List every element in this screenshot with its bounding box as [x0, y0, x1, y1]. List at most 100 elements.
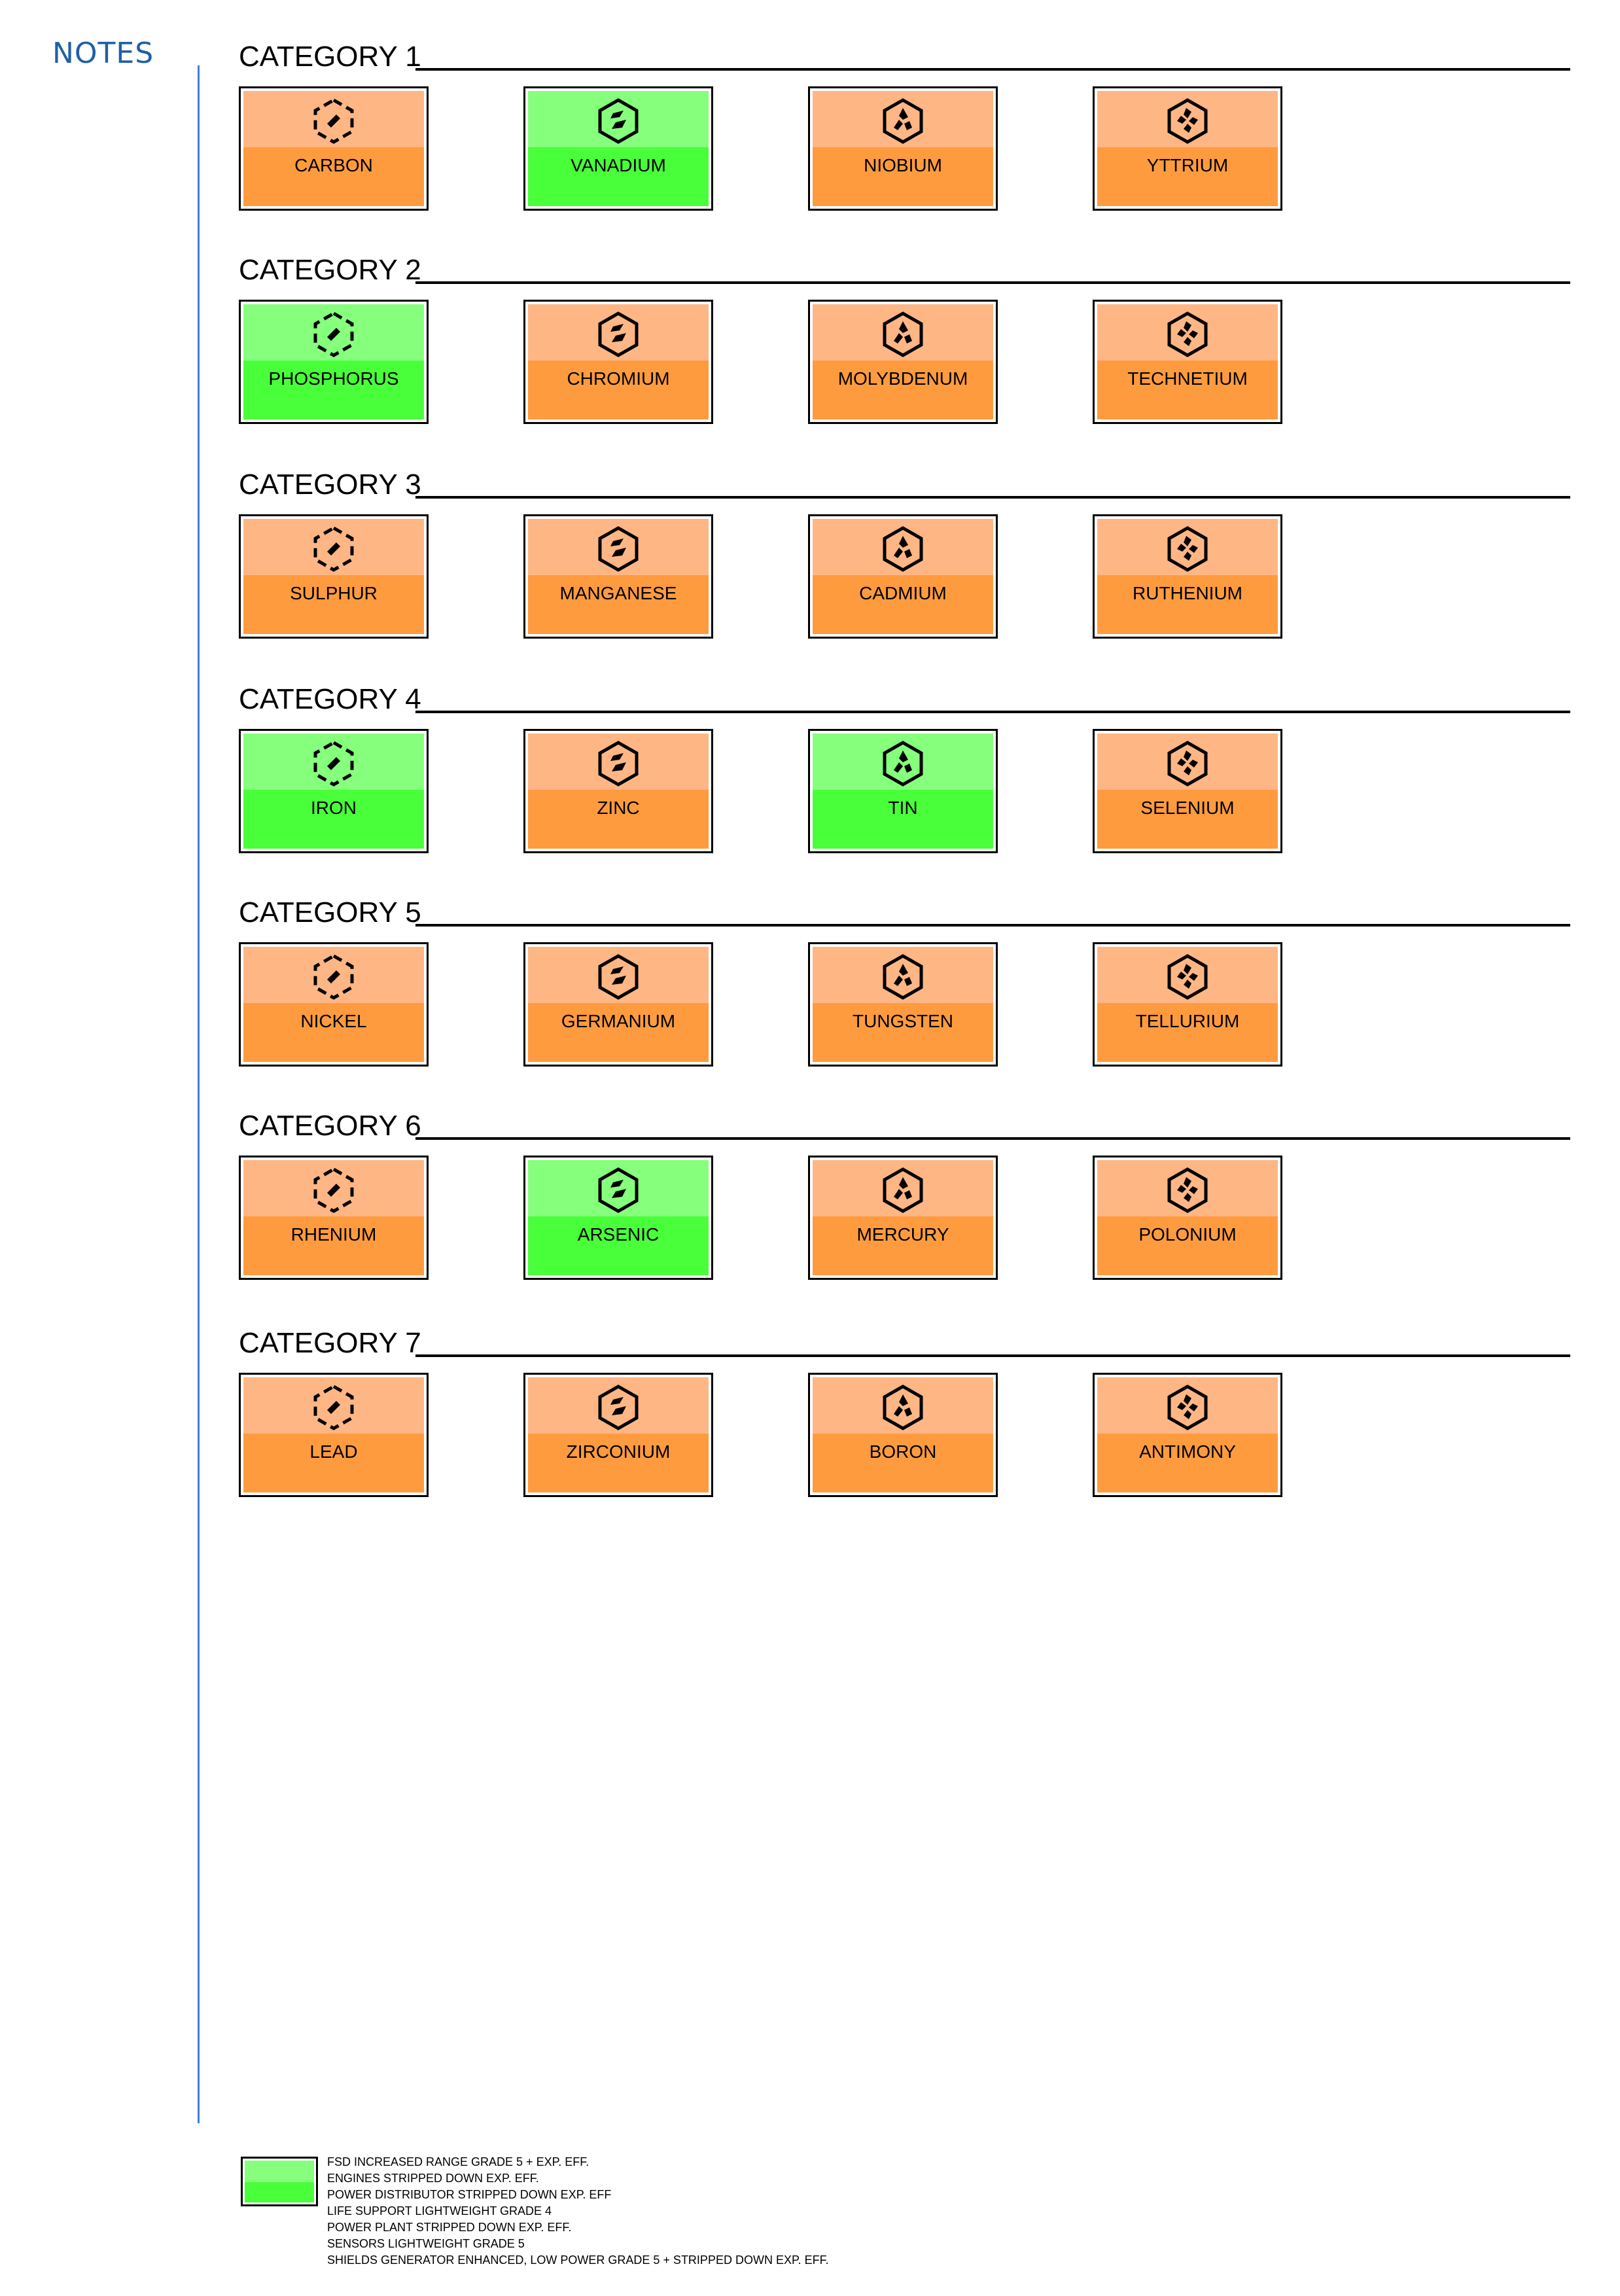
material-card: ZIRCONIUM	[523, 1373, 713, 1497]
category-section: CATEGORY 1 CARBON VANADIUM NIOBIUM YTTRIUM	[239, 42, 1570, 238]
legend-line: ENGINES STRIPPED DOWN EXP. EFF.	[327, 2172, 539, 2185]
material-card: ZINC	[523, 729, 713, 853]
material-card: MERCURY	[808, 1156, 998, 1280]
material-label: MERCURY	[856, 1224, 949, 1245]
hex-grade-3-icon	[879, 97, 926, 145]
material-card: ARSENIC	[523, 1156, 713, 1280]
material-label: LEAD	[309, 1441, 358, 1462]
hex-grade-2-icon	[595, 953, 642, 1000]
material-label: ZIRCONIUM	[566, 1441, 671, 1462]
hex-grade-1-icon	[310, 953, 357, 1000]
legend-line: POWER DISTRIBUTOR STRIPPED DOWN EXP. EFF	[327, 2188, 612, 2201]
material-card: RUTHENIUM	[1093, 514, 1282, 639]
material-label: MANGANESE	[559, 583, 677, 603]
material-card: VANADIUM	[523, 86, 713, 211]
material-label: RHENIUM	[291, 1224, 377, 1245]
category-title: CATEGORY 4	[239, 683, 421, 715]
category-section: CATEGORY 7 LEAD ZIRCONIUM BORON ANTIMONY	[239, 1328, 1570, 1525]
hex-grade-4-icon	[1164, 1384, 1211, 1431]
material-card: CADMIUM	[808, 514, 998, 639]
category-section: CATEGORY 2 PHOSPHORUS CHROMIUM MOLYBDENUM TE…	[239, 255, 1570, 451]
category-section: CATEGORY 4 IRON ZINC TIN SELENIUM	[239, 684, 1570, 881]
hex-grade-3-icon	[879, 525, 926, 573]
hex-grade-3-icon	[879, 1167, 926, 1214]
category-header: CATEGORY 3	[239, 470, 1570, 500]
notes-title: NOTES	[52, 37, 154, 70]
material-label: CHROMIUM	[567, 368, 670, 389]
hex-grade-1-icon	[310, 97, 357, 145]
category-title: CATEGORY 7	[239, 1327, 421, 1359]
hex-grade-1-icon	[310, 1167, 357, 1214]
category-header: CATEGORY 1	[239, 42, 1570, 72]
material-label: TIN	[888, 798, 918, 818]
category-section: CATEGORY 6 RHENIUM ARSENIC MERCURY POLONIUM	[239, 1111, 1570, 1307]
category-section: CATEGORY 3 SULPHUR MANGANESE CADMIUM RUTHENI…	[239, 470, 1570, 666]
material-label: GERMANIUM	[561, 1011, 676, 1031]
legend-line: SHIELDS GENERATOR ENHANCED, LOW POWER GR…	[327, 2253, 829, 2267]
material-card: LEAD	[239, 1373, 429, 1497]
legend-text: FSD INCREASED RANGE GRADE 5 + EXP. EFF. E…	[327, 2154, 829, 2269]
category-rule	[415, 68, 1570, 71]
material-label: YTTRIUM	[1146, 155, 1229, 175]
legend-line: POWER PLANT STRIPPED DOWN EXP. EFF.	[327, 2221, 572, 2234]
hex-grade-4-icon	[1164, 740, 1211, 787]
legend-line: FSD INCREASED RANGE GRADE 5 + EXP. EFF.	[327, 2155, 590, 2168]
material-card: PHOSPHORUS	[239, 300, 429, 424]
material-card: TUNGSTEN	[808, 942, 998, 1067]
material-card: SELENIUM	[1093, 729, 1282, 853]
material-label: SULPHUR	[290, 583, 378, 603]
material-label: TECHNETIUM	[1127, 368, 1248, 389]
material-card: SULPHUR	[239, 514, 429, 639]
hex-grade-4-icon	[1164, 953, 1211, 1000]
material-label: ANTIMONY	[1139, 1441, 1236, 1462]
hex-grade-2-icon	[595, 1167, 642, 1214]
category-rule	[415, 1137, 1570, 1140]
hex-grade-3-icon	[879, 740, 926, 787]
category-header: CATEGORY 5	[239, 898, 1570, 928]
category-rule	[415, 281, 1570, 284]
category-header: CATEGORY 7	[239, 1328, 1570, 1358]
legend-line: LIFE SUPPORT LIGHTWEIGHT GRADE 4	[327, 2204, 552, 2217]
material-label: TUNGSTEN	[853, 1011, 953, 1031]
category-title: CATEGORY 2	[239, 254, 421, 286]
material-card: POLONIUM	[1093, 1156, 1282, 1280]
hex-grade-3-icon	[879, 311, 926, 358]
category-rule	[415, 496, 1570, 499]
hex-grade-3-icon	[879, 953, 926, 1000]
material-card: IRON	[239, 729, 429, 853]
hex-grade-2-icon	[595, 1384, 642, 1431]
material-card: TECHNETIUM	[1093, 300, 1282, 424]
hex-grade-1-icon	[310, 525, 357, 573]
material-label: IRON	[311, 798, 357, 818]
material-label: ZINC	[597, 798, 640, 818]
hex-grade-1-icon	[310, 311, 357, 358]
material-label: PHOSPHORUS	[268, 368, 399, 389]
material-label: NIOBIUM	[864, 155, 942, 175]
material-label: MOLYBDENUM	[837, 368, 968, 389]
hex-grade-4-icon	[1164, 311, 1211, 358]
material-label: BORON	[869, 1441, 937, 1462]
category-section: CATEGORY 5 NICKEL GERMANIUM TUNGSTEN TELLURI…	[239, 898, 1570, 1094]
category-header: CATEGORY 2	[239, 255, 1570, 285]
material-label: TELLURIUM	[1135, 1011, 1240, 1031]
category-header: CATEGORY 6	[239, 1111, 1570, 1141]
category-title: CATEGORY 5	[239, 896, 421, 928]
category-rule	[415, 711, 1570, 713]
material-label: CARBON	[294, 155, 373, 175]
material-card: YTTRIUM	[1093, 86, 1282, 211]
material-label: CADMIUM	[859, 583, 947, 603]
material-label: RUTHENIUM	[1133, 583, 1242, 603]
material-card: RHENIUM	[239, 1156, 429, 1280]
material-card: ANTIMONY	[1093, 1373, 1282, 1497]
hex-grade-2-icon	[595, 311, 642, 358]
hex-grade-4-icon	[1164, 1167, 1211, 1214]
material-label: SELENIUM	[1140, 798, 1235, 818]
hex-grade-4-icon	[1164, 525, 1211, 573]
hex-grade-2-icon	[595, 525, 642, 573]
category-title: CATEGORY 1	[239, 41, 421, 73]
material-label: NICKEL	[300, 1011, 367, 1031]
material-card: MANGANESE	[523, 514, 713, 639]
hex-grade-2-icon	[595, 740, 642, 787]
material-label: ARSENIC	[577, 1224, 660, 1245]
hex-grade-2-icon	[595, 97, 642, 145]
